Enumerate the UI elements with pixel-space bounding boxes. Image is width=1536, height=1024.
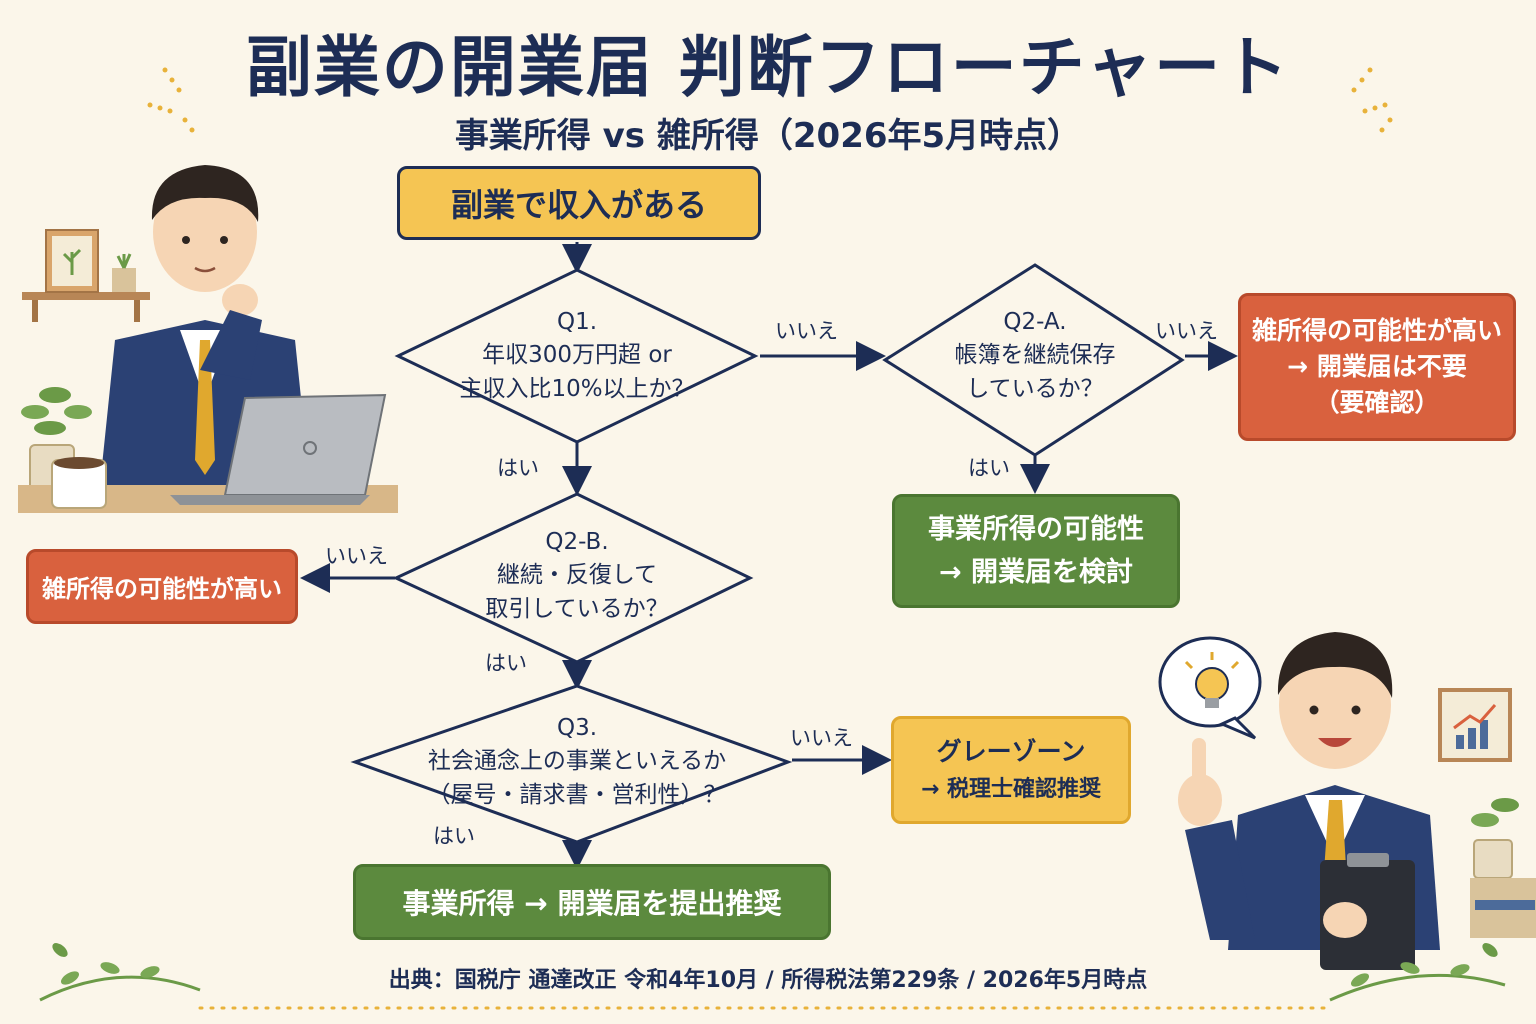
q2b-line2: 取引しているか？: [485, 595, 669, 622]
q1-line1: 年収300万円超 or: [482, 342, 672, 369]
q2a-no-label: いいえ: [1155, 319, 1218, 343]
q2b-diamond: [392, 492, 754, 664]
q3-text: Q3. 社会通念上の事業といえるか （屋号・請求書・営利性）？: [400, 702, 754, 822]
source-citation: 出典：国税庁 通達改正 令和4年10月 / 所得税法第229条 / 2026年5…: [388, 968, 1148, 993]
q1-diamond: [394, 268, 759, 444]
result-misc-income-right: 雑所得の可能性が高い → 開業届は不要 （要確認）: [1238, 293, 1516, 441]
result-business-final: 事業所得 → 開業届を提出推奨: [353, 864, 831, 940]
page-title: 副業の開業届 判断フローチャート: [245, 29, 1291, 106]
result-misc-right-line1: 雑所得の可能性が高い: [1251, 315, 1502, 345]
result-misc-left-label: 雑所得の可能性が高い: [42, 575, 282, 603]
q2a-yes-label: はい: [968, 456, 1010, 480]
leaf-branch-left: [39, 943, 201, 1002]
sparkle-decoration-left: [147, 67, 195, 133]
businessman-explaining-illustration: [1158, 632, 1536, 970]
q1-yes-label: はい: [497, 456, 539, 480]
result-biz-final-label: 事業所得 → 開業届を提出推奨: [402, 887, 782, 920]
q2b-yes-label: はい: [485, 651, 527, 675]
result-misc-right-line2: → 開業届は不要: [1287, 351, 1467, 381]
result-biz-possible-line2: → 開業届を検討: [938, 557, 1134, 588]
q3-line2: （屋号・請求書・営利性）？: [427, 781, 727, 808]
q3-id: Q3.: [556, 714, 598, 741]
sparkle-decoration-right: [1351, 67, 1393, 133]
q2b-line1: 継続・反復して: [496, 562, 658, 589]
start-node: 副業で収入がある: [397, 166, 761, 240]
q2b-text: Q2-B. 継続・反復して 取引しているか？: [432, 516, 722, 636]
result-biz-possible-line1: 事業所得の可能性: [928, 513, 1144, 545]
q1-no-label: いいえ: [775, 319, 838, 343]
q2b-no-label: いいえ: [325, 544, 388, 568]
start-node-label: 副業で収入がある: [450, 186, 707, 224]
leaf-branch-right: [1329, 943, 1506, 1002]
result-misc-income-left: 雑所得の可能性が高い: [26, 549, 298, 624]
q3-no-label: いいえ: [790, 726, 853, 750]
q3-diamond: [350, 684, 793, 844]
q2a-line1: 帳簿を継続保存: [954, 342, 1116, 369]
q2a-id: Q2-A.: [1003, 308, 1067, 335]
result-gray-line1: グレーゾーン: [936, 737, 1086, 767]
q1-line2: 主収入比10%以上か？: [459, 375, 695, 402]
result-business-possible: 事業所得の可能性 → 開業届を検討: [892, 494, 1180, 608]
page-subtitle: 事業所得 vs 雑所得（2026年5月時点）: [454, 116, 1082, 156]
result-misc-right-line3: （要確認）: [1314, 388, 1440, 418]
q3-line1: 社会通念上の事業といえるか: [427, 748, 727, 775]
result-gray-zone: グレーゾーン → 税理士確認推奨: [891, 716, 1131, 824]
q2a-diamond: [882, 263, 1185, 457]
businessman-thinking-illustration: [18, 165, 398, 513]
q2b-id: Q2-B.: [545, 528, 609, 555]
q2a-text: Q2-A. 帳簿を継続保存 しているか？: [915, 296, 1155, 416]
q2a-line2: しているか？: [966, 375, 1104, 402]
q1-text: Q1. 年収300万円超 or 主収入比10%以上か？: [430, 296, 724, 416]
result-gray-line2: → 税理士確認推奨: [920, 777, 1102, 803]
flow-connectors: [300, 242, 1238, 870]
q1-id: Q1.: [556, 308, 598, 335]
q3-yes-label: はい: [433, 824, 475, 848]
